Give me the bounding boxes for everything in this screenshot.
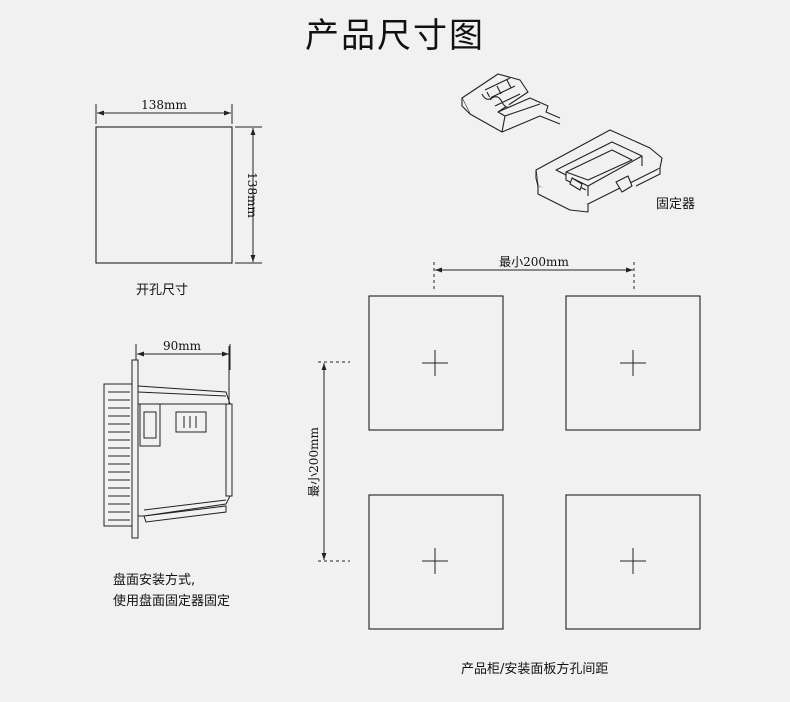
cutout-drawing: 138mm 138mm xyxy=(95,98,262,264)
page-title: 产品尺寸图 xyxy=(305,16,485,56)
center-cross xyxy=(620,350,646,376)
side-view-drawing xyxy=(103,344,233,539)
side-depth-dim: 90mm xyxy=(163,339,202,353)
center-cross xyxy=(422,548,448,574)
spacing-caption: 产品柜/安装面板方孔间距 xyxy=(461,662,609,677)
side-view-caption-line2: 使用盘面固定器固定 xyxy=(113,594,231,609)
spacing-horizontal-dim: 最小200mm xyxy=(499,255,569,269)
grid-square-bottom-left xyxy=(368,494,504,630)
center-cross xyxy=(620,548,646,574)
bracket-drawing xyxy=(461,73,663,213)
cutout-height-dim: 138mm xyxy=(245,172,259,218)
bracket-label: 固定器 xyxy=(656,197,696,212)
center-cross xyxy=(422,350,448,376)
spacing-grid xyxy=(318,262,701,630)
spacing-vertical-dim: 最小200mm xyxy=(307,427,321,497)
cutout-label: 开孔尺寸 xyxy=(136,283,189,298)
cutout-square xyxy=(95,126,233,264)
side-view-caption-line1: 盘面安装方式, xyxy=(113,573,196,588)
cutout-width-dim: 138mm xyxy=(141,98,187,112)
